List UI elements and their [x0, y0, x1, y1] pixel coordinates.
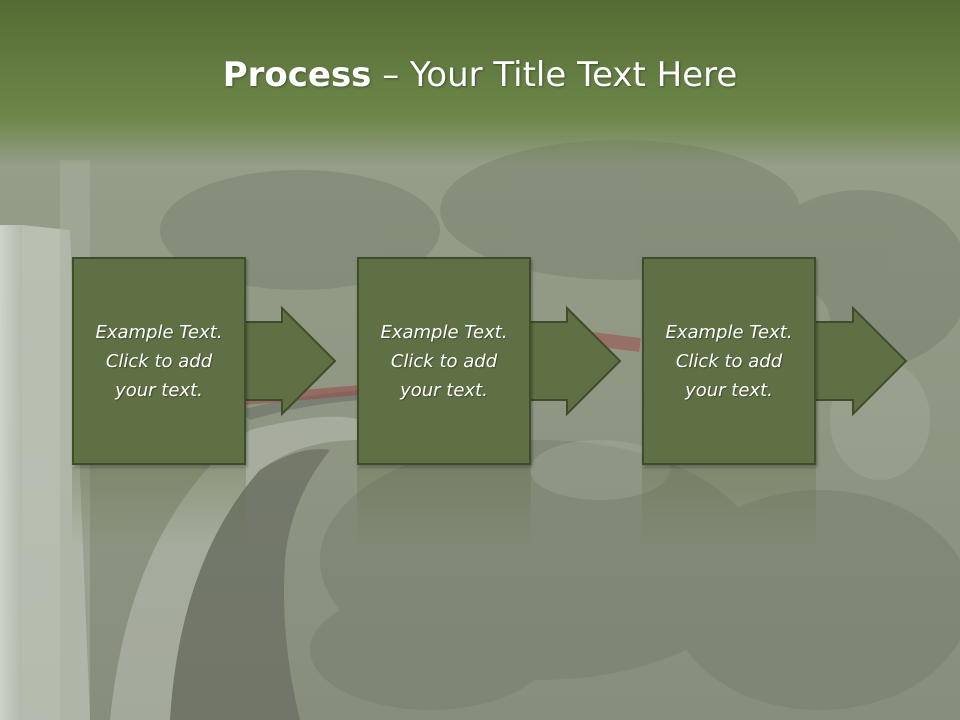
step-2-reflection	[357, 467, 531, 547]
step-3-text: Example Text. Click to add your text.	[665, 321, 793, 401]
slide-title[interactable]: Process – Your Title Text Here	[0, 52, 960, 98]
step-1-box[interactable]: Example Text. Click to add your text.	[72, 257, 246, 465]
title-rest: – Your Title Text Here	[371, 55, 738, 95]
title-bold: Process	[222, 55, 372, 95]
step-2-text: Example Text. Click to add your text.	[380, 321, 508, 401]
step-1-reflection	[72, 467, 246, 547]
step-2-box[interactable]: Example Text. Click to add your text.	[357, 257, 531, 465]
step-3-box[interactable]: Example Text. Click to add your text.	[642, 257, 816, 465]
title-bar	[0, 0, 960, 165]
step-1-text: Example Text. Click to add your text.	[95, 321, 223, 401]
step-3-reflection	[642, 467, 816, 547]
